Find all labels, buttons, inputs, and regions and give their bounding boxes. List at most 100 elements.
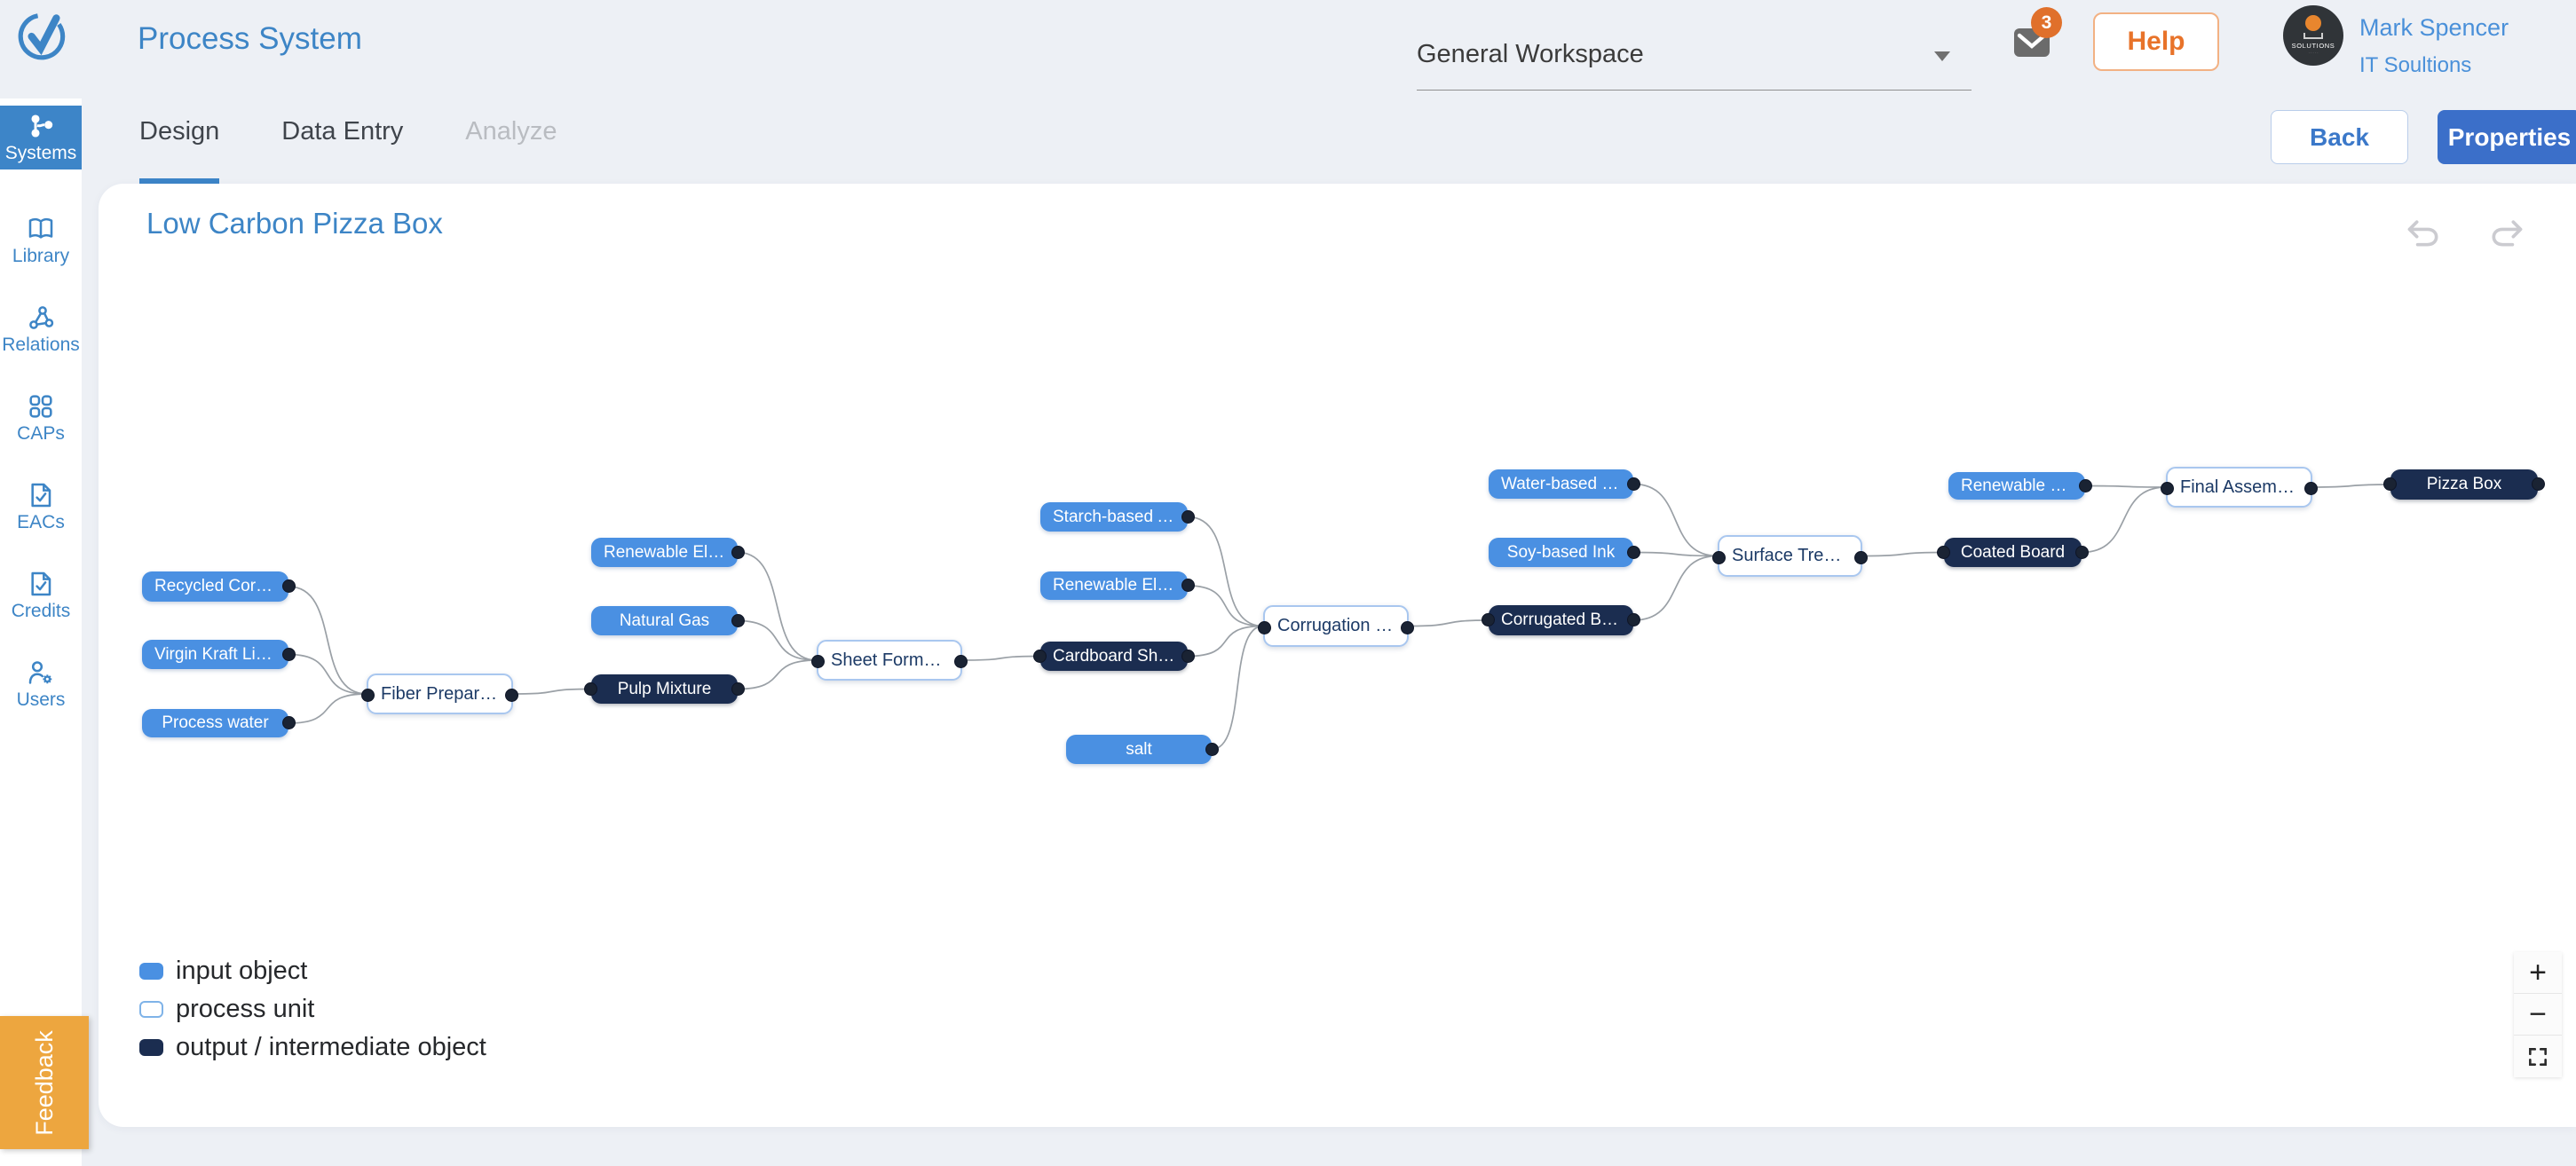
sidebar-item-systems[interactable]: Systems bbox=[0, 106, 82, 169]
node-port-left[interactable] bbox=[1258, 620, 1271, 634]
node-port-right[interactable] bbox=[282, 716, 296, 729]
sidebar-item-caps[interactable]: CAPs bbox=[0, 374, 82, 462]
node-port-left[interactable] bbox=[2161, 482, 2174, 495]
node-port-right[interactable] bbox=[282, 579, 296, 593]
node-port-right[interactable] bbox=[1205, 742, 1219, 756]
app-title: Process System bbox=[138, 21, 362, 56]
diagram-node-corrugation-bonding[interactable]: Corrugation and Bon… bbox=[1258, 605, 1414, 647]
node-label: Pulp Mixture bbox=[617, 679, 712, 698]
diagram-node-soy-ink[interactable]: Soy-based Ink bbox=[1489, 538, 1640, 567]
fullscreen-icon bbox=[2529, 1047, 2547, 1066]
diagram-node-salt[interactable]: salt bbox=[1066, 735, 1219, 764]
node-port-right[interactable] bbox=[1401, 620, 1414, 634]
diagram-node-coated-board[interactable]: Coated Board bbox=[1937, 538, 2089, 567]
app-logo-icon bbox=[14, 5, 73, 64]
back-button[interactable]: Back bbox=[2271, 110, 2408, 164]
node-port-left[interactable] bbox=[811, 655, 825, 668]
diagram-node-sheet-formation[interactable]: Sheet Formation bbox=[811, 640, 968, 681]
node-port-right[interactable] bbox=[2532, 477, 2545, 491]
diagram-node-renewable-electricity-1[interactable]: Renewable Electricity bbox=[591, 538, 745, 567]
legend-item-input: input object bbox=[139, 952, 486, 990]
legend-swatch-process bbox=[139, 1001, 163, 1018]
node-label: Water-based Barrier Co… bbox=[1501, 474, 1633, 493]
node-port-right[interactable] bbox=[954, 655, 968, 668]
help-button[interactable]: Help bbox=[2093, 12, 2219, 71]
node-port-right[interactable] bbox=[505, 689, 518, 702]
diagram-node-natural-gas[interactable]: Natural Gas bbox=[591, 606, 745, 635]
node-port-right[interactable] bbox=[2304, 482, 2318, 495]
diagram-node-renewable-electricity-2[interactable]: Renewable Electricity bbox=[1040, 571, 1195, 600]
feedback-label: Feedback bbox=[30, 1029, 58, 1136]
diagram-node-cardboard-sheet[interactable]: Cardboard Sheet bbox=[1033, 642, 1195, 671]
node-port-right[interactable] bbox=[1181, 649, 1195, 663]
diagram-node-pulp-mixture[interactable]: Pulp Mixture bbox=[584, 674, 745, 704]
design-canvas[interactable]: Low Carbon Pizza Box Recycled Corrugated… bbox=[99, 184, 2576, 1127]
node-port-left[interactable] bbox=[2383, 477, 2397, 491]
node-label: Process water bbox=[162, 713, 269, 732]
diagram-node-renewable-electricity-3[interactable]: Renewable Electricity bbox=[1948, 472, 2092, 500]
zoom-out-button[interactable]: − bbox=[2514, 994, 2562, 1036]
tab-data-entry[interactable]: Data Entry bbox=[281, 117, 404, 146]
user-name[interactable]: Mark Spencer bbox=[2359, 14, 2509, 41]
node-port-right[interactable] bbox=[2079, 478, 2092, 492]
sidebar-item-library[interactable]: Library bbox=[0, 196, 82, 285]
node-port-left[interactable] bbox=[584, 681, 597, 696]
node-label: Soy-based Ink bbox=[1506, 542, 1616, 562]
diagram-node-surface-treatment[interactable]: Surface Treatment bbox=[1712, 535, 1868, 577]
node-label: Sheet Formation bbox=[831, 650, 960, 670]
node-label: Renewable Electricity bbox=[1053, 576, 1188, 595]
diagram-node-final-assembly[interactable]: Final Assembly bbox=[2161, 467, 2318, 508]
diagram-node-virgin-kraft[interactable]: Virgin Kraft Liner bbox=[142, 640, 296, 669]
sidebar-item-credits[interactable]: Credits bbox=[0, 551, 82, 640]
node-port-right[interactable] bbox=[1181, 579, 1195, 592]
diagram-node-recycled-corrugated[interactable]: Recycled Corrugated C… bbox=[142, 571, 296, 602]
tab-design[interactable]: Design bbox=[139, 114, 220, 184]
workspace-value: General Workspace bbox=[1417, 40, 1644, 68]
node-port-left[interactable] bbox=[1712, 550, 1726, 564]
node-port-right[interactable] bbox=[731, 545, 745, 559]
mail-button[interactable]: 3 bbox=[2008, 7, 2062, 71]
node-port-right[interactable] bbox=[731, 613, 745, 627]
diagram-node-fiber-preparation[interactable]: Fiber Preparation bbox=[361, 674, 518, 714]
node-port-right[interactable] bbox=[1181, 509, 1195, 524]
node-port-left[interactable] bbox=[1033, 649, 1047, 663]
grid-icon bbox=[29, 394, 52, 418]
sidebar-item-relations[interactable]: Relations bbox=[0, 285, 82, 374]
chevron-down-icon bbox=[1934, 51, 1950, 61]
user-org: IT Soultions bbox=[2359, 53, 2472, 77]
node-port-right[interactable] bbox=[2075, 545, 2089, 559]
node-label: Final Assembly bbox=[2180, 477, 2300, 497]
node-port-left[interactable] bbox=[1482, 613, 1495, 626]
sidebar-item-eacs[interactable]: EACs bbox=[0, 462, 82, 551]
canvas-title: Low Carbon Pizza Box bbox=[146, 207, 443, 240]
diagram-node-process-water[interactable]: Process water bbox=[142, 709, 296, 737]
diagram-node-pizza-box[interactable]: Pizza Box bbox=[2383, 469, 2545, 500]
legend-swatch-output bbox=[139, 1039, 163, 1056]
node-port-left[interactable] bbox=[361, 689, 375, 702]
node-port-right[interactable] bbox=[282, 647, 296, 661]
properties-button[interactable]: Properties bbox=[2438, 110, 2576, 164]
sidebar-item-users[interactable]: Users bbox=[0, 640, 82, 729]
node-port-right[interactable] bbox=[731, 681, 745, 696]
fullscreen-button[interactable] bbox=[2514, 1036, 2562, 1077]
workspace-select[interactable]: General Workspace bbox=[1417, 20, 1972, 91]
node-port-right[interactable] bbox=[1627, 477, 1640, 491]
legend-swatch-input bbox=[139, 963, 163, 980]
diagram-node-starch-adhesive[interactable]: Starch-based Adhesive bbox=[1040, 502, 1195, 532]
node-label: Corrugated Board bbox=[1501, 611, 1633, 629]
undo-button[interactable] bbox=[2403, 214, 2444, 255]
avatar[interactable]: SOLUTIONS · · · · · bbox=[2283, 5, 2343, 66]
node-port-right[interactable] bbox=[1627, 613, 1640, 626]
diagram-node-water-barrier[interactable]: Water-based Barrier Co… bbox=[1489, 469, 1640, 499]
zoom-in-button[interactable]: + bbox=[2514, 952, 2562, 994]
redo-button[interactable] bbox=[2486, 214, 2527, 255]
doc-check-icon bbox=[31, 571, 51, 595]
legend-label: input object bbox=[176, 957, 308, 985]
diagram-node-corrugated-board[interactable]: Corrugated Board bbox=[1482, 605, 1640, 635]
node-port-right[interactable] bbox=[1854, 550, 1868, 564]
feedback-button[interactable]: Feedback bbox=[0, 1016, 89, 1149]
node-port-right[interactable] bbox=[1627, 545, 1640, 559]
zoom-controls: + − bbox=[2514, 952, 2562, 1077]
node-port-left[interactable] bbox=[1937, 545, 1950, 559]
